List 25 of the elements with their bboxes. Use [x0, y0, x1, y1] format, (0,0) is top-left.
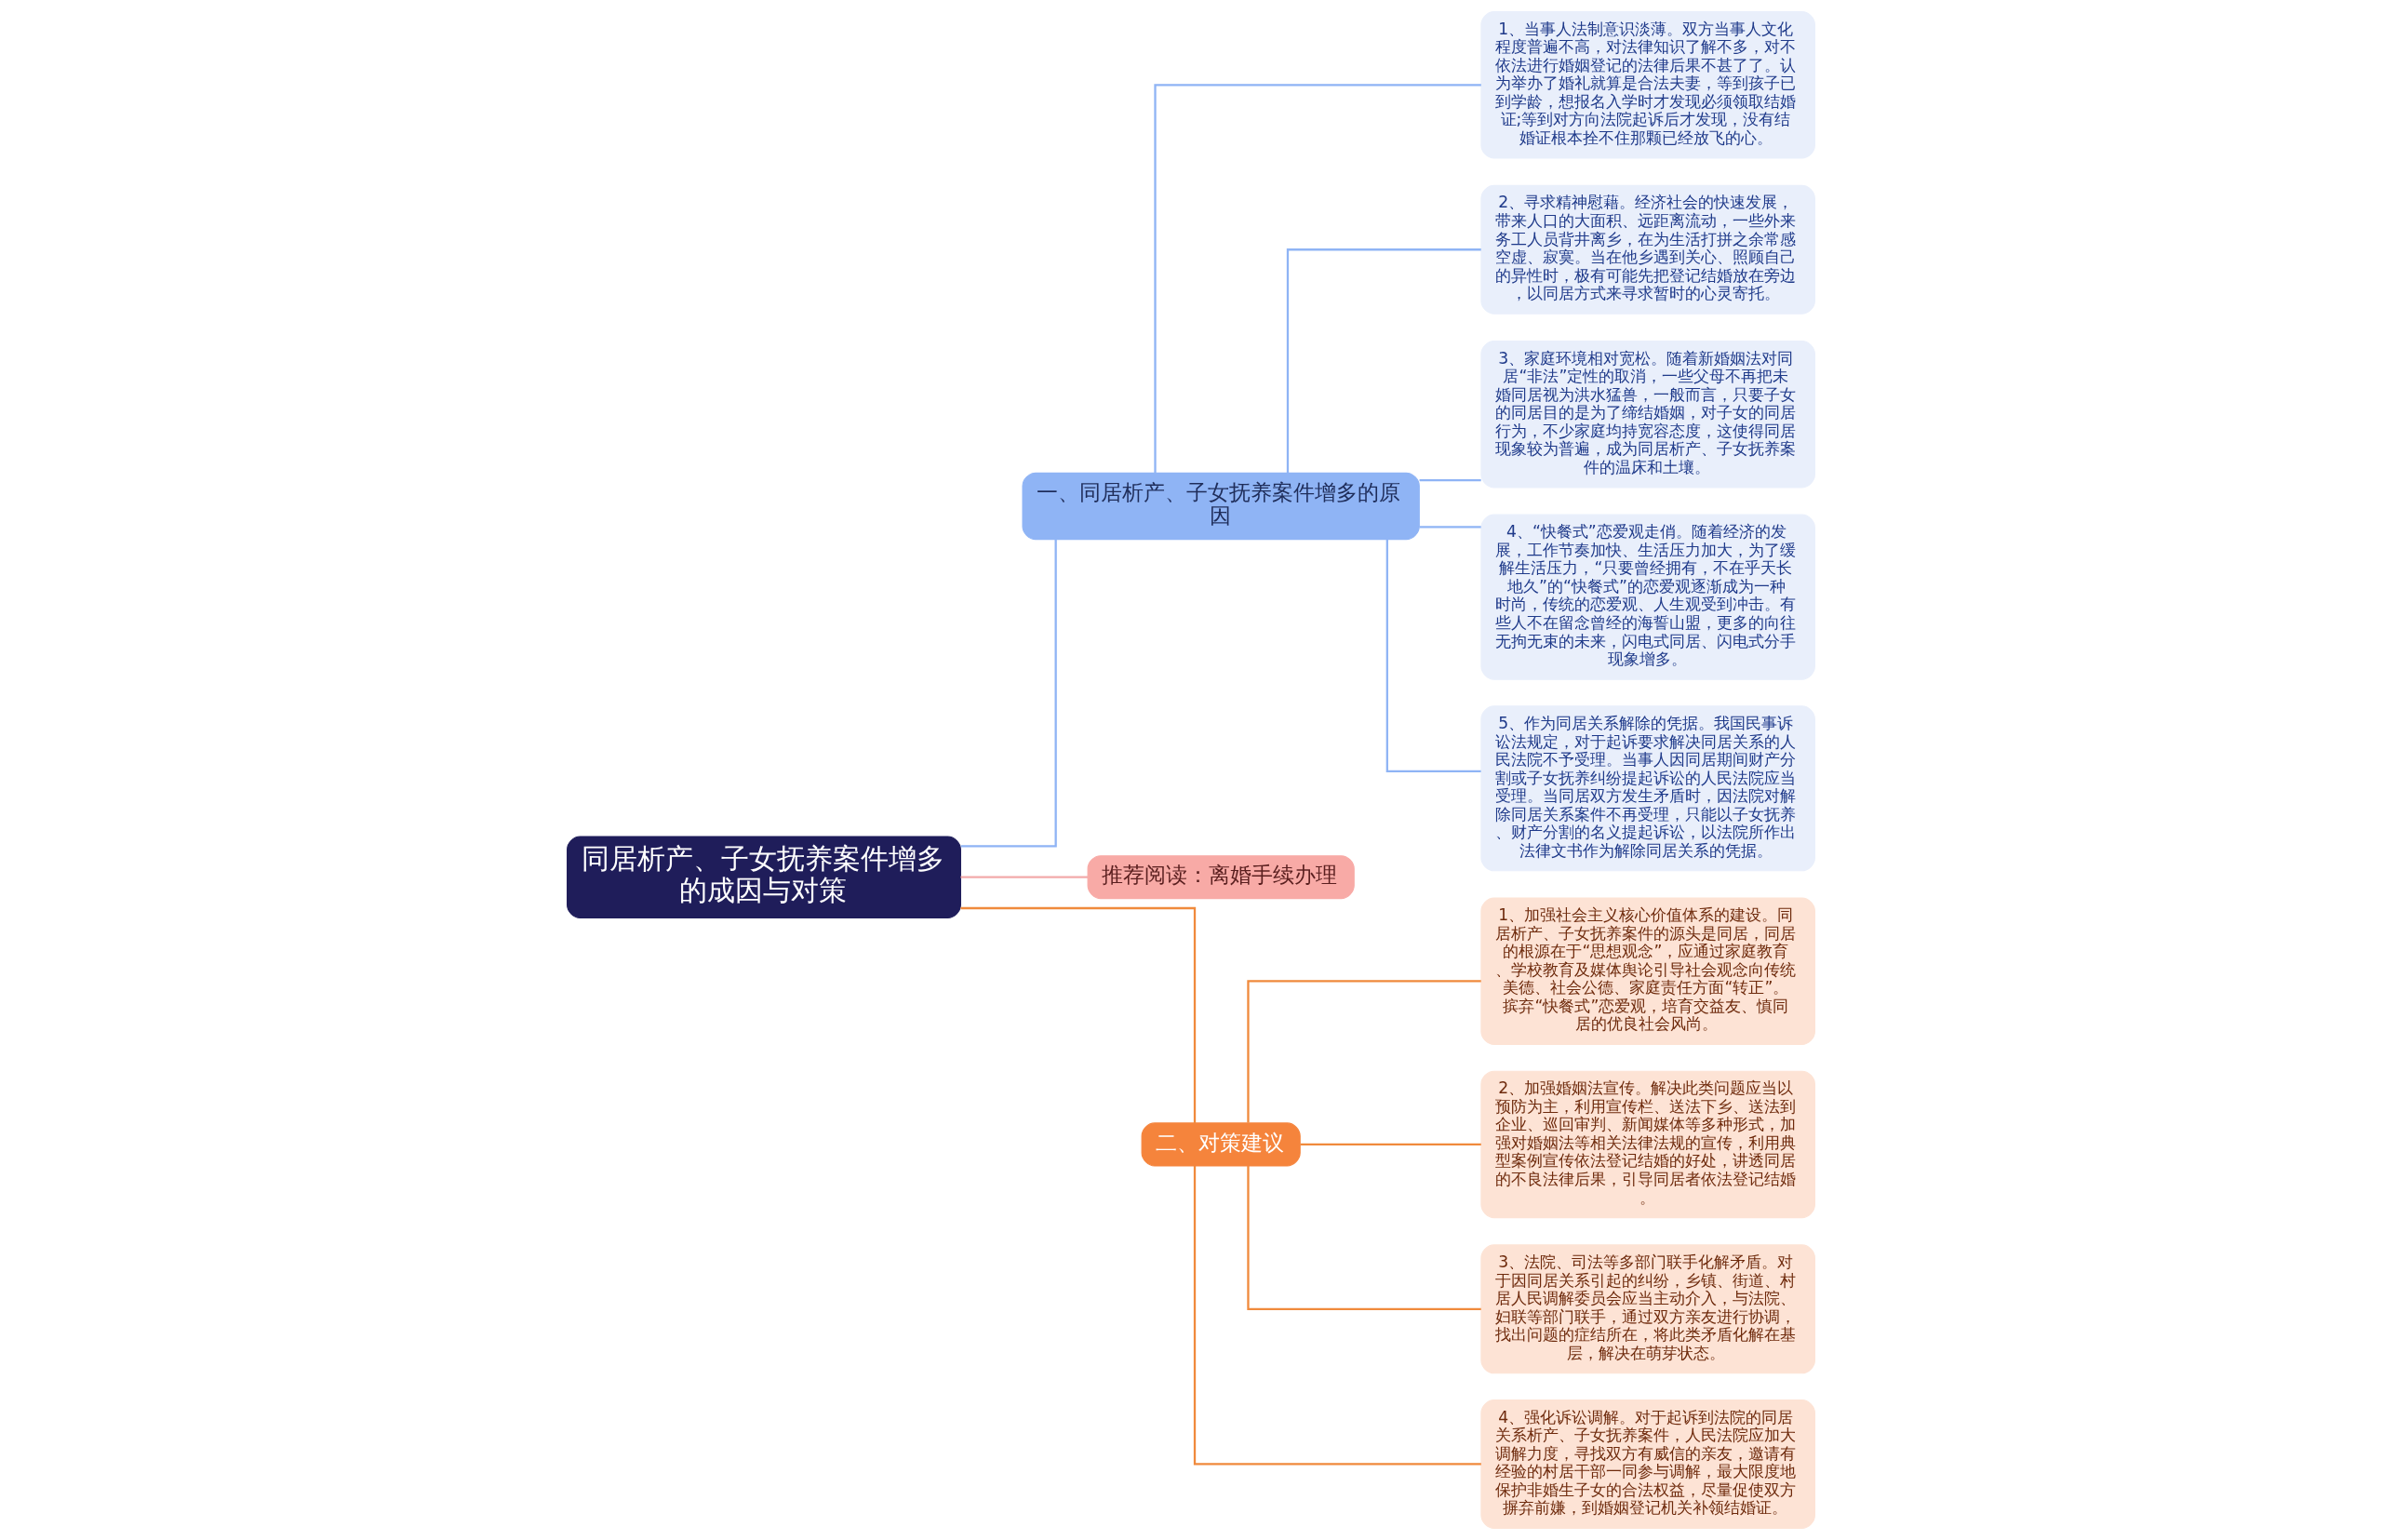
connector — [1247, 980, 1481, 1123]
node-box: 3、家庭环境相对宽松。随着新婚姻法对同居“非法”定性的取消，一些父母不再把未婚同居视为洪水猛兽，一般而言，只要子女的同居目的是为了缔结婚姻，对子女的同居行为，不少家庭均持宽容态度，这使得同居现象较为普遍，成为同居析产、子女抚养案件的温床和土壤。 — [1480, 340, 1815, 489]
connector — [1247, 1166, 1481, 1310]
connector — [960, 539, 1057, 848]
node-box: 1、当事人法制意识淡薄。双方当事人文化程度普遍不高，对法律知识了解不多，对不依法进行婚姻登记的法律后果不甚了了。认为举办了婚礼就算是合法夫妻，等到孩子已到学龄，想报名入学时才发现必须领取结婚证;等到对方向法院起诉后才发现，没有结婚证根本拴不住那颗已经放飞的心。 — [1480, 11, 1815, 159]
connector — [1193, 1166, 1481, 1466]
node-box: 一、同居析产、子女抚养案件增多的原因 — [1022, 472, 1420, 541]
node-box: 2、寻求精神慰藉。经济社会的快速发展，带来人口的大面积、远距离流动，一些外来务工人员背井离乡，在为生活打拼之余常感空虚、寂寞。当在他乡遇到关心、照顾自己的异性时，极有可能先把登记结婚放在旁边，以同居方式来寻求暂时的心灵寄托。 — [1480, 184, 1815, 315]
connector — [1419, 526, 1481, 529]
node-box: 2、加强婚姻法宣传。解决此类问题应当以预防为主，利用宣传栏、送法下乡、送法到企业、巡回审判、新闻媒体等多种形式，加强对婚姻法等相关法律法规的宣传，利用典型案例宣传依法登记结婚的好处，讲透同居的不良法律后果，引导同居者依法登记结婚。 — [1480, 1070, 1815, 1219]
node-box: 1、加强社会主义核心价值体系的建设。同居析产、子女抚养案件的源头是同居，同居的根源在于“思想观念”，应通过家庭教育、学校教育及媒体舆论引导社会观念向传统美德、社会公德、家庭责任方面“转正”。摈弃“快餐式”恋爱观，培育交益友、慎同居的优良社会风尚。 — [1480, 897, 1815, 1046]
node-box: 同居析产、子女抚养案件增多的成因与对策 — [567, 836, 961, 918]
node-box: 5、作为同居关系解除的凭据。我国民事诉讼法规定，对于起诉要求解决同居关系的人民法院不予受理。当事人因同居期间财产分割或子女抚养纠纷提起诉讼的人民法院应当受理。当同居双方发生矛盾时，因法院对解除同居关系案件不再受理，只能以子女抚养、财产分割的名义提起诉讼，以法院所作出法律文书作为解除同居关系的凭据。 — [1480, 705, 1815, 872]
node-box: 4、“快餐式”恋爱观走俏。随着经济的发展，工作节奏加快、生活压力加大，为了缓解生活压力，“只要曾经拥有，不在乎天长地久”的“快餐式”的恋爱观逐渐成为一种时尚，传统的恋爱观、人生观受到冲击。有些人不在留念曾经的海誓山盟，更多的向往无拘无束的未来，闪电式同居、闪电式分手现象增多。 — [1480, 514, 1815, 680]
node-box: 3、法院、司法等多部门联手化解矛盾。对于因同居关系引起的纠纷，乡镇、街道、村居人民调解委员会应当主动介入，与法院、妇联等部门联手，通过双方亲友进行协调，找出问题的症结所在，将此类矛盾化解在基层，解决在萌芽状态。 — [1480, 1244, 1815, 1374]
node-box: 二、对策建议 — [1141, 1122, 1301, 1167]
connector — [1286, 248, 1481, 473]
connector — [1300, 1143, 1481, 1146]
connector — [960, 876, 1089, 878]
node-box: 推荐阅读：离婚手续办理 — [1087, 855, 1355, 900]
connector — [1385, 539, 1481, 773]
node-box: 4、强化诉讼调解。对于起诉到法院的同居关系析产、子女抚养案件，人民法院应加大调解力度，寻找双方有威信的亲友，邀请有经验的村居干部一同参与调解，最大限度地保护非婚生子女的合法权益，尽量促使双方摒弃前嫌，到婚姻登记机关补领结婚证。 — [1480, 1399, 1815, 1529]
connector — [1419, 479, 1481, 482]
connector — [960, 906, 1197, 1123]
connector — [1154, 84, 1481, 474]
